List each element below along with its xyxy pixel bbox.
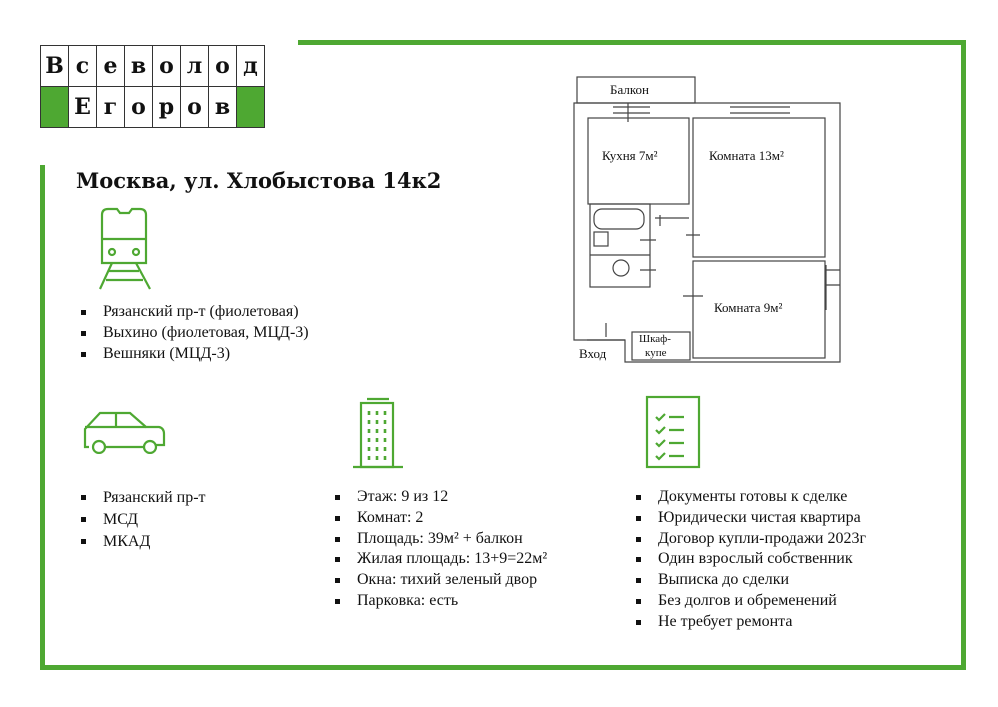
logo-letter: в bbox=[208, 86, 237, 128]
list-item: Жилая площадь: 13+9=22м² bbox=[330, 549, 547, 570]
frame-top bbox=[298, 40, 966, 45]
room1-label: Комната 13м² bbox=[709, 148, 784, 163]
train-icon bbox=[99, 207, 151, 290]
logo-letter: р bbox=[152, 86, 181, 128]
logo-letter: Е bbox=[68, 86, 97, 128]
frame-right bbox=[961, 40, 966, 670]
list-item: Комнат: 2 bbox=[330, 508, 547, 529]
roads-list: Рязанский пр-т МСД МКАД bbox=[76, 487, 206, 553]
frame-left bbox=[40, 165, 45, 670]
apartment-list: Этаж: 9 из 12 Комнат: 2 Площадь: 39м² + … bbox=[330, 487, 547, 612]
logo-letter: л bbox=[180, 45, 209, 87]
car-icon bbox=[83, 411, 166, 454]
list-item: Этаж: 9 из 12 bbox=[330, 487, 547, 508]
list-item: Вешняки (МЦД-3) bbox=[76, 344, 309, 365]
list-item: Выхино (фиолетовая, МЦД-3) bbox=[76, 323, 309, 344]
address-title: Москва, ул. Хлобыстова 14к2 bbox=[76, 168, 442, 193]
list-item: МКАД bbox=[76, 531, 206, 553]
list-item: Рязанский пр-т bbox=[76, 487, 206, 509]
list-item: Окна: тихий зеленый двор bbox=[330, 570, 547, 591]
kitchen-label: Кухня 7м² bbox=[602, 148, 658, 163]
list-item: Площадь: 39м² + балкон bbox=[330, 529, 547, 550]
room2-label: Комната 9м² bbox=[714, 300, 782, 315]
list-item: Один взрослый собственник bbox=[631, 549, 866, 570]
logo-letter: о bbox=[180, 86, 209, 128]
metro-list: Рязанский пр-т (фиолетовая) Выхино (фиол… bbox=[76, 302, 309, 364]
list-item: МСД bbox=[76, 509, 206, 531]
list-item: Выписка до сделки bbox=[631, 570, 866, 591]
logo: В с е в о л о д Е г о р о в bbox=[40, 45, 265, 128]
logo-green-cell bbox=[40, 86, 69, 128]
list-item: Без долгов и обременений bbox=[631, 591, 866, 612]
list-item: Документы готовы к сделке bbox=[631, 487, 866, 508]
checklist-icon bbox=[645, 395, 701, 469]
list-item: Рязанский пр-т (фиолетовая) bbox=[76, 302, 309, 323]
logo-letter: д bbox=[236, 45, 265, 87]
list-item: Договор купли-продажи 2023г bbox=[631, 529, 866, 550]
logo-green-cell bbox=[236, 86, 265, 128]
list-item: Юридически чистая квартира bbox=[631, 508, 866, 529]
building-icon bbox=[353, 397, 403, 469]
logo-letter: о bbox=[124, 86, 153, 128]
list-item: Не требует ремонта bbox=[631, 612, 866, 633]
logo-letter: с bbox=[68, 45, 97, 87]
list-item: Парковка: есть bbox=[330, 591, 547, 612]
closet-label: Шкаф- bbox=[639, 333, 671, 345]
frame-bottom bbox=[40, 665, 966, 670]
documents-list: Документы готовы к сделке Юридически чис… bbox=[631, 487, 866, 633]
balcony-label: Балкон bbox=[610, 82, 649, 97]
logo-letter: в bbox=[124, 45, 153, 87]
entrance-label: Вход bbox=[579, 346, 607, 361]
closet-label-2: купе bbox=[645, 347, 667, 359]
